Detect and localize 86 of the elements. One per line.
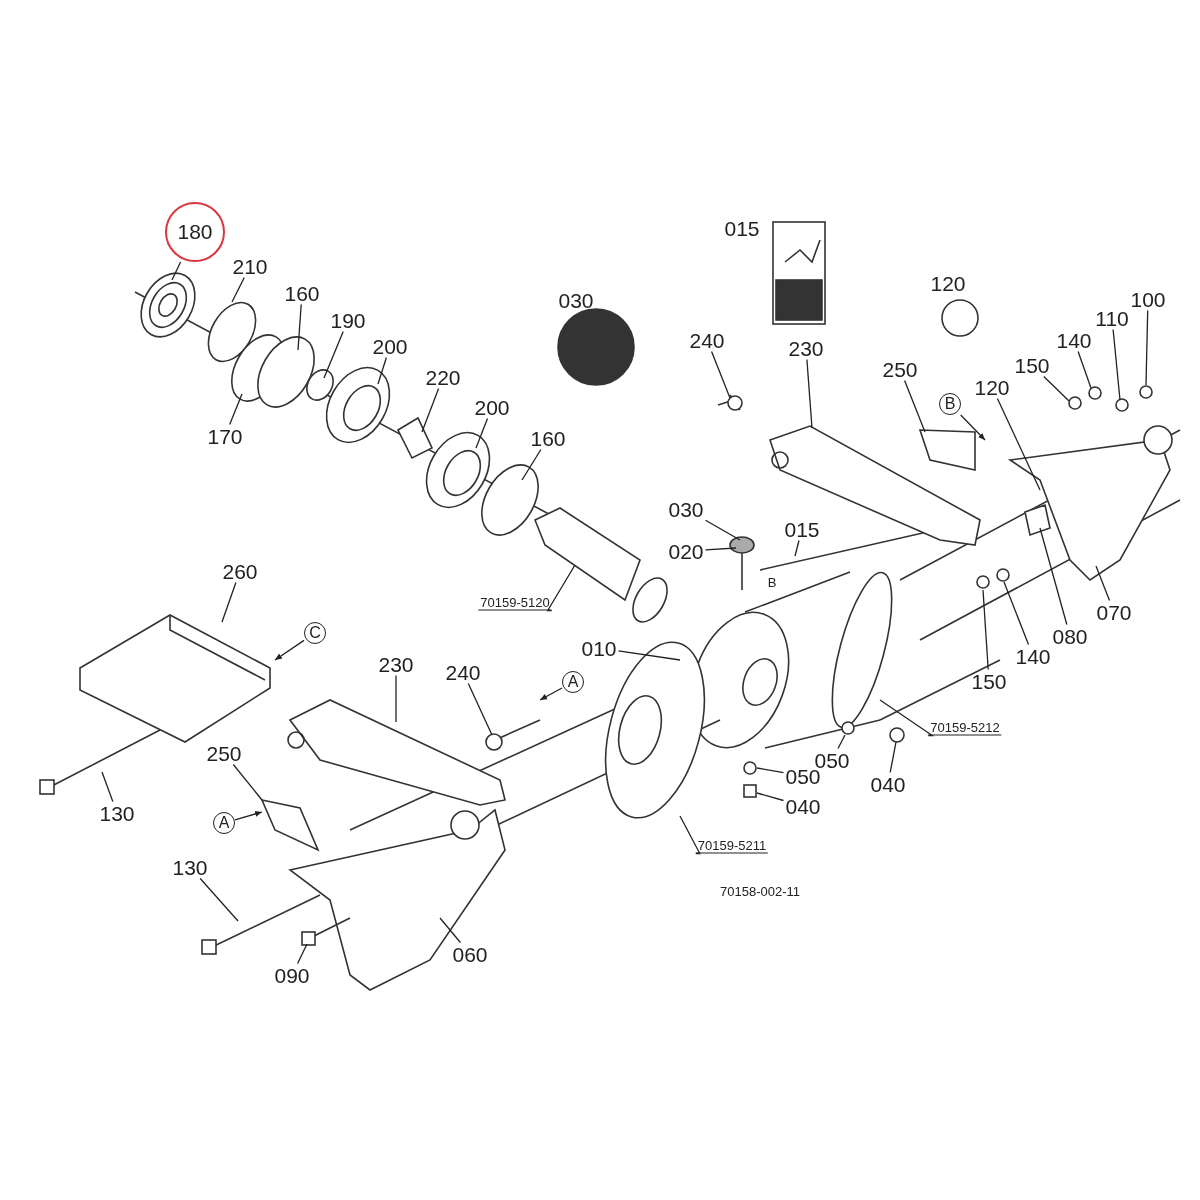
- leader-line: [421, 387, 440, 433]
- callout-number: 230: [786, 336, 826, 360]
- leader-line: [996, 397, 1041, 491]
- leader-line: [1095, 565, 1111, 602]
- leader-line: [837, 734, 846, 750]
- leader-line: [232, 763, 263, 801]
- leader-line: [889, 741, 897, 774]
- leader-line: [475, 417, 489, 449]
- leader-line: [323, 330, 344, 379]
- leader-line: [794, 539, 800, 557]
- callout-number: 250: [880, 357, 920, 381]
- callout-number: 130: [97, 801, 137, 825]
- callout-number: 170: [205, 424, 245, 448]
- callout-number: 015: [782, 517, 822, 541]
- callout-number: 100: [1128, 287, 1168, 311]
- callout-number: 220: [423, 365, 463, 389]
- callout-number: 070: [1094, 600, 1134, 624]
- callout-number: 260: [220, 559, 260, 583]
- callout-number: 160: [528, 426, 568, 450]
- leader-line: [439, 917, 462, 944]
- leader-line: [229, 393, 243, 426]
- callout-number: 040: [783, 794, 823, 818]
- leader-line: [395, 674, 397, 723]
- leader-line: [710, 350, 731, 399]
- leader-line: [101, 771, 114, 803]
- leader-line: [171, 261, 182, 281]
- part-number: 70159-5120: [478, 595, 552, 611]
- leader-line: [1003, 581, 1030, 646]
- callout-number: 150: [969, 669, 1009, 693]
- leader-line: [221, 581, 237, 623]
- leader-line: [679, 815, 701, 855]
- part-number: 70159-5212: [928, 720, 1002, 736]
- drawing-number: 70158-002-11: [719, 883, 801, 899]
- callout-number: 140: [1054, 328, 1094, 352]
- callout-number: 010: [579, 636, 619, 660]
- callout-number: 015: [723, 216, 761, 240]
- callout-number: 030: [557, 288, 595, 312]
- callout-number: 090: [272, 963, 312, 987]
- callout-number: 120: [929, 271, 967, 295]
- callout-number: 200: [370, 334, 410, 358]
- leader-line: [617, 650, 681, 661]
- leader-line: [806, 358, 813, 429]
- callout-number: 020: [666, 539, 706, 563]
- callout-number: 250: [204, 741, 244, 765]
- callout-number: 210: [230, 254, 270, 278]
- callout-number: 200: [472, 395, 512, 419]
- leader-line: [467, 682, 493, 736]
- arrow: [274, 639, 305, 661]
- leader-line: [1112, 328, 1121, 401]
- leader-line: [521, 448, 542, 481]
- arrow: [539, 687, 563, 701]
- callout-number: 150: [1012, 353, 1052, 377]
- leader-line: [1077, 350, 1092, 389]
- callout-number: 080: [1050, 624, 1090, 648]
- callout-number: 030: [666, 497, 706, 521]
- leader-line: [1039, 527, 1068, 626]
- callout-number: 040: [868, 772, 908, 796]
- callout-number: 060: [450, 942, 490, 966]
- leader-line: [1145, 309, 1149, 386]
- leader-line: [297, 303, 302, 351]
- leader-line: [296, 943, 308, 965]
- leader-line: [231, 276, 245, 303]
- callout-number: 140: [1013, 644, 1053, 668]
- leader-line: [903, 379, 926, 433]
- leader-line: [704, 547, 737, 551]
- callout-number: 130: [170, 855, 210, 879]
- callout-number: 110: [1093, 306, 1131, 330]
- leader-line: [546, 564, 576, 612]
- leader-line: [756, 792, 785, 802]
- leader-line: [704, 519, 741, 541]
- leader-line: [1043, 375, 1070, 402]
- callout-number: 160: [282, 281, 322, 305]
- callout-number: 230: [376, 652, 416, 676]
- callout-number: 180: [165, 202, 225, 262]
- arrow: [960, 414, 986, 441]
- leader-line: [377, 356, 388, 385]
- arrow: [234, 811, 263, 821]
- reference-mark: B: [766, 574, 778, 590]
- part-number: 70159-5211: [695, 838, 769, 854]
- leader-line: [199, 877, 239, 922]
- callout-number: 240: [443, 660, 483, 684]
- leader-line: [756, 767, 785, 774]
- callout-number: 190: [328, 308, 368, 332]
- leader-line: [982, 589, 989, 671]
- callout-number: 240: [687, 328, 727, 352]
- callout-number: 120: [972, 375, 1012, 399]
